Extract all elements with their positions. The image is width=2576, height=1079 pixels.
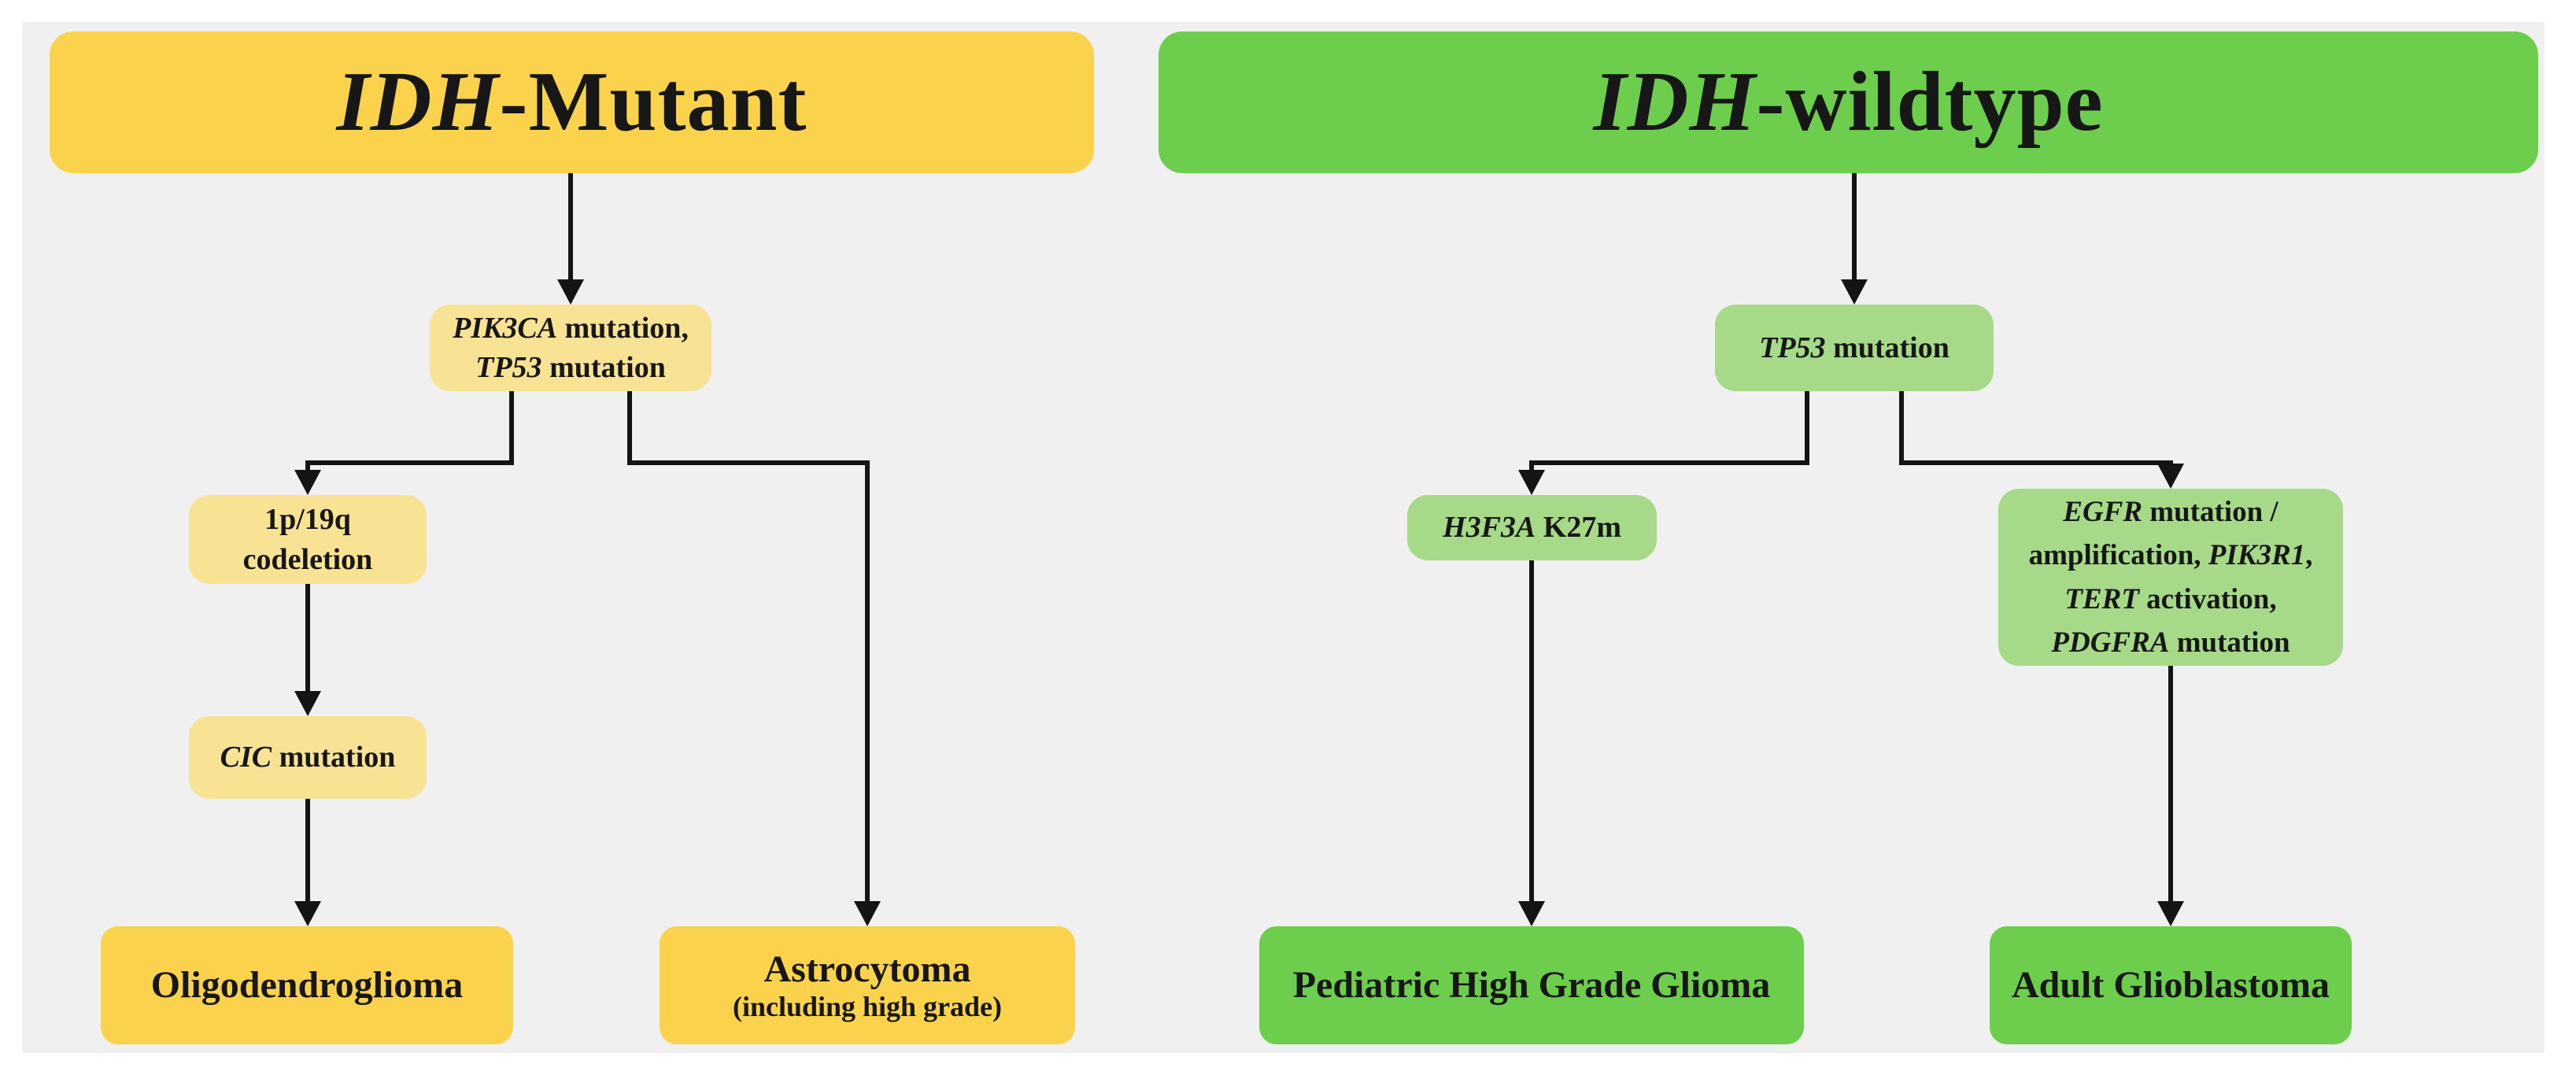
node-tp53-mutation: TP53 mutation <box>1715 305 1994 391</box>
node-adult-glioblastoma: Adult Glioblastoma <box>1990 926 2352 1044</box>
node-line: Oligodendroglioma <box>150 964 464 1007</box>
connector-h3f3a-to-pediatric-arrowhead <box>1518 901 1545 926</box>
node-line: Pediatric High Grade Glioma <box>1292 964 1771 1007</box>
connector-to-astrocytoma-line <box>865 460 870 901</box>
node-line: TP53 mutation <box>1759 331 1950 364</box>
header-idh-wildtype-label: IDH-wildtype <box>1593 55 2104 149</box>
connector-tp53-right-stub <box>1899 391 1904 465</box>
node-subtitle: (including high grade) <box>732 990 1003 1022</box>
connector-cic-to-oligodendroglioma-arrowhead <box>294 901 321 926</box>
node-line: Adult Glioblastoma <box>2011 964 2330 1007</box>
connector-tp53-branch-right-horizontal <box>1899 460 2173 465</box>
node-astrocytoma: Astrocytoma (including high grade) <box>660 926 1075 1044</box>
node-line: 1p/19q <box>264 503 351 537</box>
connector-tp53-branch-left-horizontal <box>1529 460 1809 465</box>
connector-cic-to-oligodendroglioma-line <box>305 799 310 901</box>
node-pik3ca-tp53-mutation: PIK3CA mutation, TP53 mutation <box>430 305 711 391</box>
connector-1p19q-to-cic-line <box>305 584 310 691</box>
connector-idhwildtype-to-tp53-line <box>1852 173 1857 280</box>
connector-idhmutant-to-pik3ca-arrowhead <box>557 279 584 305</box>
node-line: CIC mutation <box>220 741 396 774</box>
connector-pik3ca-right-stub <box>627 391 632 465</box>
connector-pik3ca-branch-right-horizontal <box>627 460 870 465</box>
connector-tp53-left-stub <box>1805 391 1809 465</box>
connector-to-h3f3a-line <box>1529 460 1534 472</box>
node-line: TERT activation, <box>2064 582 2277 615</box>
node-line: EGFR mutation / <box>2063 495 2278 528</box>
node-1p19q-codeletion: 1p/19q codeletion <box>189 495 427 584</box>
node-line: codeletion <box>242 542 373 576</box>
connector-to-egfr-arrowhead <box>2157 464 2184 489</box>
connector-egfr-to-adult-line <box>2168 666 2173 901</box>
connector-egfr-to-adult-arrowhead <box>2157 901 2184 926</box>
node-egfr-pik3r1-tert-pdgfra: EGFR mutation / amplification, PIK3R1, T… <box>1998 489 2343 666</box>
connector-idhwildtype-to-tp53-arrowhead <box>1841 279 1868 305</box>
connector-h3f3a-to-pediatric-line <box>1529 560 1534 901</box>
header-idh-mutant: IDH-Mutant <box>50 31 1094 173</box>
connector-to-1p19q-arrowhead <box>294 470 321 495</box>
connector-idhmutant-to-pik3ca-line <box>568 173 573 280</box>
connector-pik3ca-branch-left-horizontal <box>305 460 514 465</box>
node-h3f3a-k27m: H3F3A K27m <box>1407 495 1657 560</box>
node-cic-mutation: CIC mutation <box>189 716 427 799</box>
connector-to-1p19q-line <box>305 460 310 472</box>
node-line: PDGFRA mutation <box>2051 626 2290 659</box>
node-line: amplification, PIK3R1, <box>2028 539 2313 571</box>
connector-pik3ca-left-stub <box>509 391 514 465</box>
header-idh-wildtype: IDH-wildtype <box>1159 31 2538 173</box>
connector-1p19q-to-cic-arrowhead <box>294 691 321 716</box>
node-line: H3F3A K27m <box>1443 511 1621 545</box>
connector-to-h3f3a-arrowhead <box>1518 470 1545 495</box>
connector-to-astrocytoma-arrowhead <box>854 901 881 926</box>
node-oligodendroglioma: Oligodendroglioma <box>101 926 513 1044</box>
node-line: Astrocytoma <box>763 948 971 990</box>
node-pediatric-high-grade-glioma: Pediatric High Grade Glioma <box>1259 926 1804 1044</box>
node-line: PIK3CA mutation, <box>453 311 689 345</box>
node-line: TP53 mutation <box>475 351 666 384</box>
header-idh-mutant-label: IDH-Mutant <box>336 55 808 149</box>
